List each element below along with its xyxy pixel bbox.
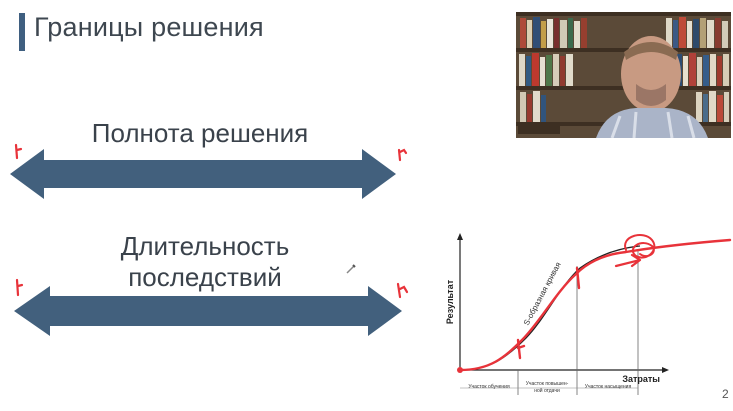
page-number: 2 [722, 387, 729, 401]
label-duration: Длительность последствий [90, 231, 320, 293]
segment-increasing-label-line1: Участок повышен- [526, 381, 569, 387]
video-feed-person-bookshelf-icon [516, 12, 731, 138]
segment-increasing-label-line2: ной отдачи [534, 387, 560, 394]
label-duration-line2: последствий [128, 262, 282, 292]
segment-saturation-label: Участок насыщения [585, 384, 632, 390]
s-curve-plot: Результат Затраты S-образная кривая Учас… [445, 233, 732, 395]
slide-title: Границы решения [34, 12, 264, 42]
y-axis-label: Результат [445, 279, 455, 324]
pen-cursor-icon [346, 264, 356, 274]
title-accent-bar [19, 13, 25, 51]
x-axis-label: Затраты [622, 374, 660, 384]
label-completeness: Полнота решения [91, 118, 309, 148]
segment-learning-label: Участок обучения [468, 384, 510, 390]
webcam-video-feed [516, 12, 731, 138]
label-duration-line1: Длительность [120, 231, 290, 261]
